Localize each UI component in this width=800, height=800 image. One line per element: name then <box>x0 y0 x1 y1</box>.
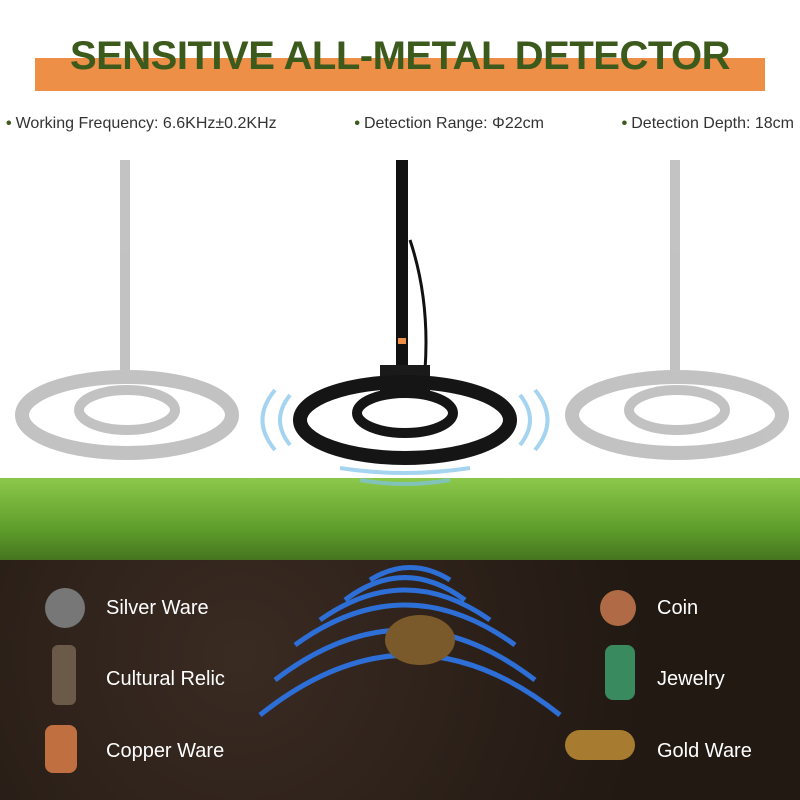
statue-icon <box>52 645 76 705</box>
spec-item: •Detection Depth: 18cm <box>621 115 794 132</box>
spec-item: •Detection Range: Φ22cm <box>354 115 544 132</box>
detector-ghost-right <box>565 160 789 460</box>
title-highlight-bar <box>35 58 765 91</box>
page-title: SENSITIVE ALL-METAL DETECTOR <box>69 34 731 78</box>
label-silver-ware: Silver Ware <box>106 597 209 619</box>
detector-ghost-left <box>15 160 239 460</box>
label-gold-ware: Gold Ware <box>657 740 752 762</box>
buried-treasure <box>385 615 455 665</box>
gold-pot-icon <box>565 730 635 760</box>
signal-waves-top <box>260 388 550 486</box>
spec-list: •Working Frequency: 6.6KHz±0.2KHz •Detec… <box>6 115 794 133</box>
label-copper-ware: Copper Ware <box>106 740 225 762</box>
coin-icon <box>600 590 636 626</box>
spec-item: •Working Frequency: 6.6KHz±0.2KHz <box>6 115 277 132</box>
label-cultural-relic: Cultural Relic <box>106 668 225 690</box>
copper-jug-icon <box>45 725 77 773</box>
label-coin: Coin <box>657 597 699 619</box>
soil <box>0 560 800 800</box>
label-jewelry: Jewelry <box>657 668 725 690</box>
detector-main <box>293 160 517 465</box>
jewelry-icon <box>605 645 635 700</box>
silver-pot-icon <box>45 588 85 628</box>
grass <box>0 478 800 568</box>
